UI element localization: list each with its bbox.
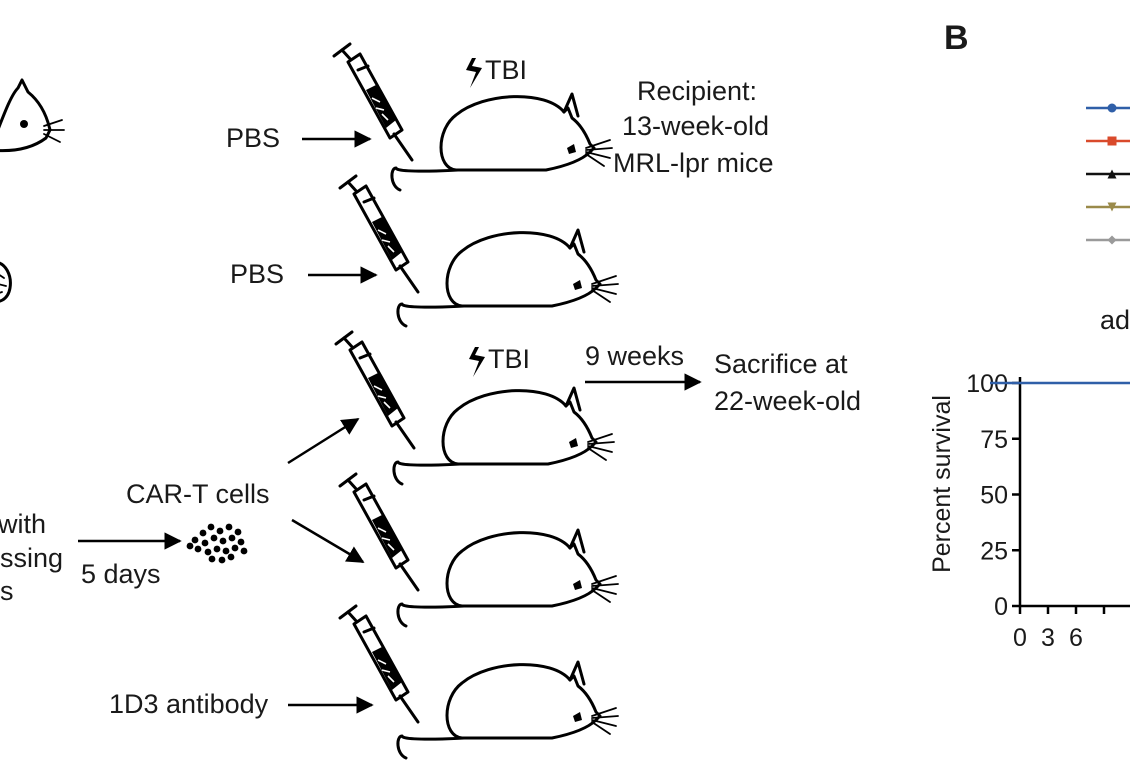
left-text-ssing: ssing xyxy=(0,543,63,573)
recipient-line1: Recipient: xyxy=(637,76,757,106)
y-tick-label-50: 50 xyxy=(980,482,1008,510)
x-tick-label-0: 0 xyxy=(1013,624,1027,652)
sacrifice-line1: Sacrifice at xyxy=(714,349,848,379)
legend-marker-3 xyxy=(1107,202,1117,212)
y-tick-label-0: 0 xyxy=(994,593,1008,621)
row2-mouse-icon xyxy=(396,228,620,328)
antibody-label: 1D3 antibody xyxy=(109,689,269,719)
x-tick-label-6: 6 xyxy=(1069,624,1083,652)
row1-lightning-icon xyxy=(466,58,482,88)
row3-syringe-icon xyxy=(334,330,416,450)
car-t-arrow-row4 xyxy=(291,518,365,564)
row2-pbs-label: PBS xyxy=(230,259,284,289)
panel-b-letter: B xyxy=(944,19,969,57)
legend xyxy=(1086,103,1130,245)
y-tick-label-25: 25 xyxy=(980,537,1008,565)
x-tick-label-3: 3 xyxy=(1041,624,1055,652)
car-t-cells-label: CAR-T cells xyxy=(126,479,270,509)
sacrifice-line2: 22-week-old xyxy=(714,386,861,416)
legend-marker-4 xyxy=(1107,235,1117,245)
row3-tbi-label: TBI xyxy=(488,344,530,374)
y-tick-label-75: 75 xyxy=(980,426,1008,454)
row1-syringe-icon xyxy=(332,42,414,162)
recipient-line3: MRL-lpr mice xyxy=(613,148,774,178)
row4-syringe-icon xyxy=(338,472,420,592)
row5-mouse-icon xyxy=(396,660,620,760)
row3-mouse-icon xyxy=(392,386,616,486)
row1-mouse-icon xyxy=(390,92,614,192)
cropped-cell-icon xyxy=(0,261,12,303)
legend-marker-0 xyxy=(1107,103,1117,113)
row4-mouse-icon xyxy=(396,528,620,628)
recipient-line2: 13-week-old xyxy=(622,111,769,141)
y-axis-label: Percent survival xyxy=(928,395,956,573)
left-text-with: with xyxy=(0,509,46,539)
legend-marker-1 xyxy=(1107,136,1117,146)
left-text-s: s xyxy=(0,576,14,606)
nine-weeks-label: 9 weeks xyxy=(585,341,684,371)
cropped-donor-mouse xyxy=(0,78,65,153)
car-t-cell-cluster-icon xyxy=(186,523,248,564)
row1-pbs-label: PBS xyxy=(226,123,280,153)
row3-lightning-icon xyxy=(469,347,485,377)
five-days-label: 5 days xyxy=(81,559,161,589)
partial-text-ad: ad xyxy=(1100,305,1130,335)
legend-marker-2 xyxy=(1107,169,1117,179)
row1-tbi-label: TBI xyxy=(485,55,527,85)
car-t-arrow-row3 xyxy=(287,417,360,465)
